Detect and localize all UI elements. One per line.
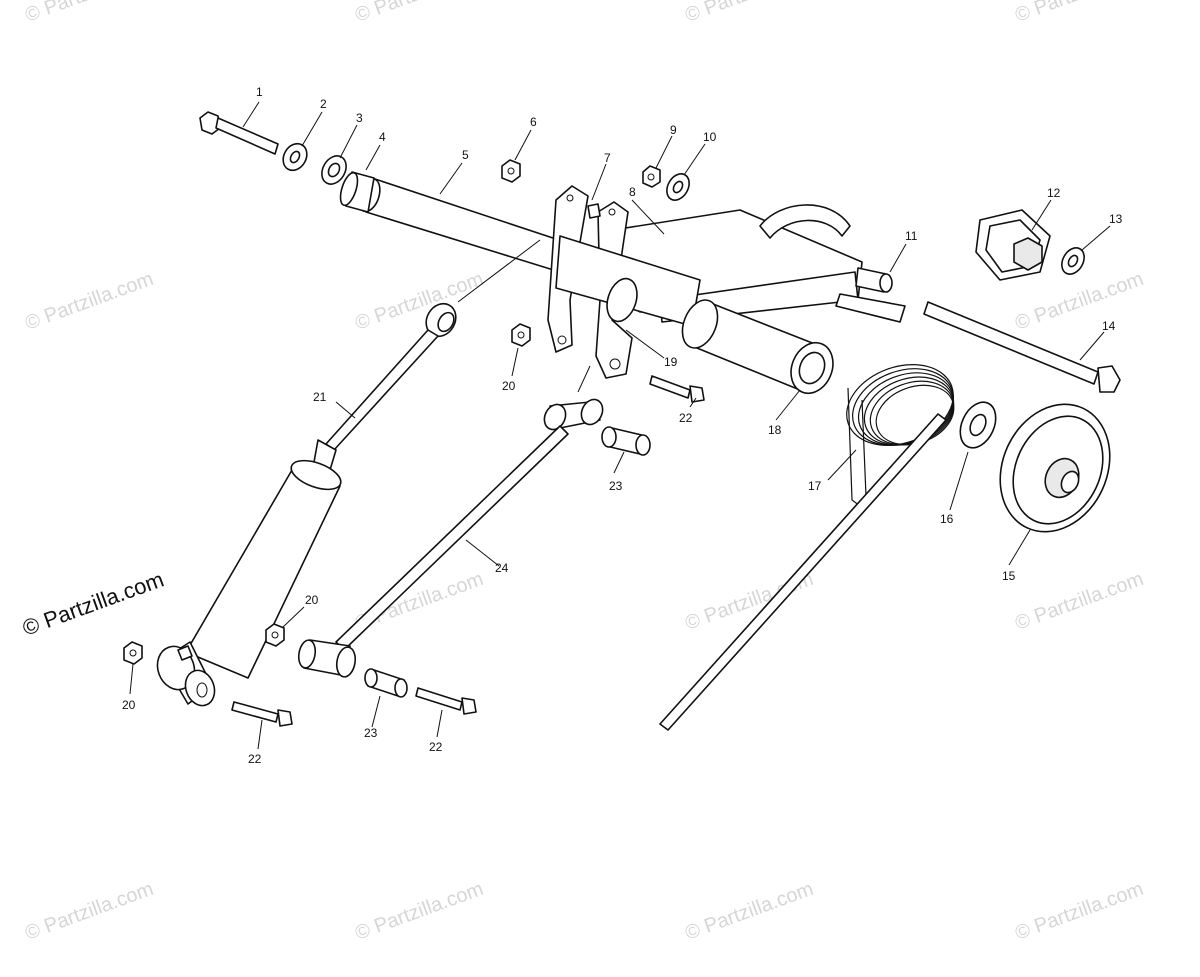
callout-21: 21 — [313, 390, 327, 404]
part-17-torsion-spring — [659, 364, 955, 731]
callout-23-lower: 23 — [364, 726, 378, 740]
watermark-1: © Partzilla.com — [22, 0, 156, 27]
callout-22-upper: 22 — [679, 411, 693, 425]
watermark-13: © Partzilla.com — [352, 878, 486, 945]
part-20-nut-middle — [265, 623, 285, 647]
part-23-bushing-upper — [601, 426, 651, 456]
callout-7: 7 — [604, 151, 611, 165]
callout-24: 24 — [495, 561, 509, 575]
callout-2: 2 — [320, 97, 327, 111]
callout-16: 16 — [940, 512, 954, 526]
part-18-roller-sleeve — [681, 299, 834, 395]
part-21-shock-absorber — [156, 302, 457, 707]
callout-22-lower-right: 22 — [429, 740, 443, 754]
watermark-14: © Partzilla.com — [682, 878, 816, 945]
part-9-nut — [642, 165, 661, 188]
callout-11: 11 — [905, 229, 918, 243]
part-22-bolt-lower-right — [415, 687, 477, 715]
watermark-12: © Partzilla.com — [22, 878, 156, 945]
part-11-stud — [855, 267, 893, 293]
callout-4: 4 — [379, 130, 386, 144]
watermark-6: © Partzilla.com — [352, 268, 486, 335]
callout-3: 3 — [356, 111, 363, 125]
watermark-2: © Partzilla.com — [352, 0, 486, 27]
callout-22-lower-left: 22 — [248, 752, 262, 766]
part-15-wheel — [999, 403, 1111, 533]
callout-8: 8 — [629, 185, 636, 199]
callout-15: 15 — [1002, 569, 1016, 583]
watermark-3: © Partzilla.com — [682, 0, 816, 27]
watermark-4: © Partzilla.com — [1012, 0, 1146, 27]
callout-20-center: 20 — [502, 379, 516, 393]
part-24-link-arm — [297, 398, 604, 678]
callout-9: 9 — [670, 123, 677, 137]
callout-5: 5 — [462, 148, 469, 162]
part-2-washer — [282, 142, 308, 172]
callout-18: 18 — [768, 423, 782, 437]
part-14-bolt — [923, 301, 1121, 393]
watermark-15: © Partzilla.com — [1012, 878, 1146, 945]
part-20-nut-center — [511, 323, 531, 347]
callout-6: 6 — [530, 115, 537, 129]
watermark-main: © Partzilla.com — [19, 567, 167, 641]
part-1-bolt — [199, 111, 279, 155]
leader-lines — [129, 101, 1111, 750]
part-6-nut — [501, 159, 521, 183]
watermark-8: © Partzilla.com — [1012, 268, 1146, 335]
part-5-shaft-tube — [357, 177, 566, 273]
part-20-nut-left — [123, 641, 143, 665]
callout-13: 13 — [1109, 212, 1123, 226]
part-23-bushing-lower — [364, 668, 408, 698]
callout-20-left: 20 — [122, 698, 136, 712]
watermarks: © Partzilla.com © Partzilla.com © Partzi… — [19, 0, 1146, 945]
callout-20-middle: 20 — [305, 593, 319, 607]
part-4-bushing — [339, 171, 375, 213]
callout-19: 19 — [664, 355, 678, 369]
part-22-bolt-upper — [649, 375, 705, 403]
callout-labels: 1 2 3 4 5 6 7 8 9 10 11 12 13 14 15 16 1… — [122, 85, 1123, 766]
callout-14: 14 — [1102, 319, 1116, 333]
callout-1: 1 — [256, 85, 263, 99]
callout-12: 12 — [1047, 186, 1061, 200]
watermark-11: © Partzilla.com — [1012, 568, 1146, 635]
part-22-bolt-lower-left — [231, 701, 293, 727]
callout-23-upper: 23 — [609, 479, 623, 493]
watermark-5: © Partzilla.com — [22, 268, 156, 335]
callout-10: 10 — [703, 130, 717, 144]
part-12-block — [975, 209, 1051, 281]
part-3-washer — [321, 155, 347, 185]
part-10-washer — [666, 173, 690, 201]
part-16-washer — [959, 401, 997, 449]
part-13-washer — [1061, 247, 1085, 275]
callout-17: 17 — [808, 479, 822, 493]
